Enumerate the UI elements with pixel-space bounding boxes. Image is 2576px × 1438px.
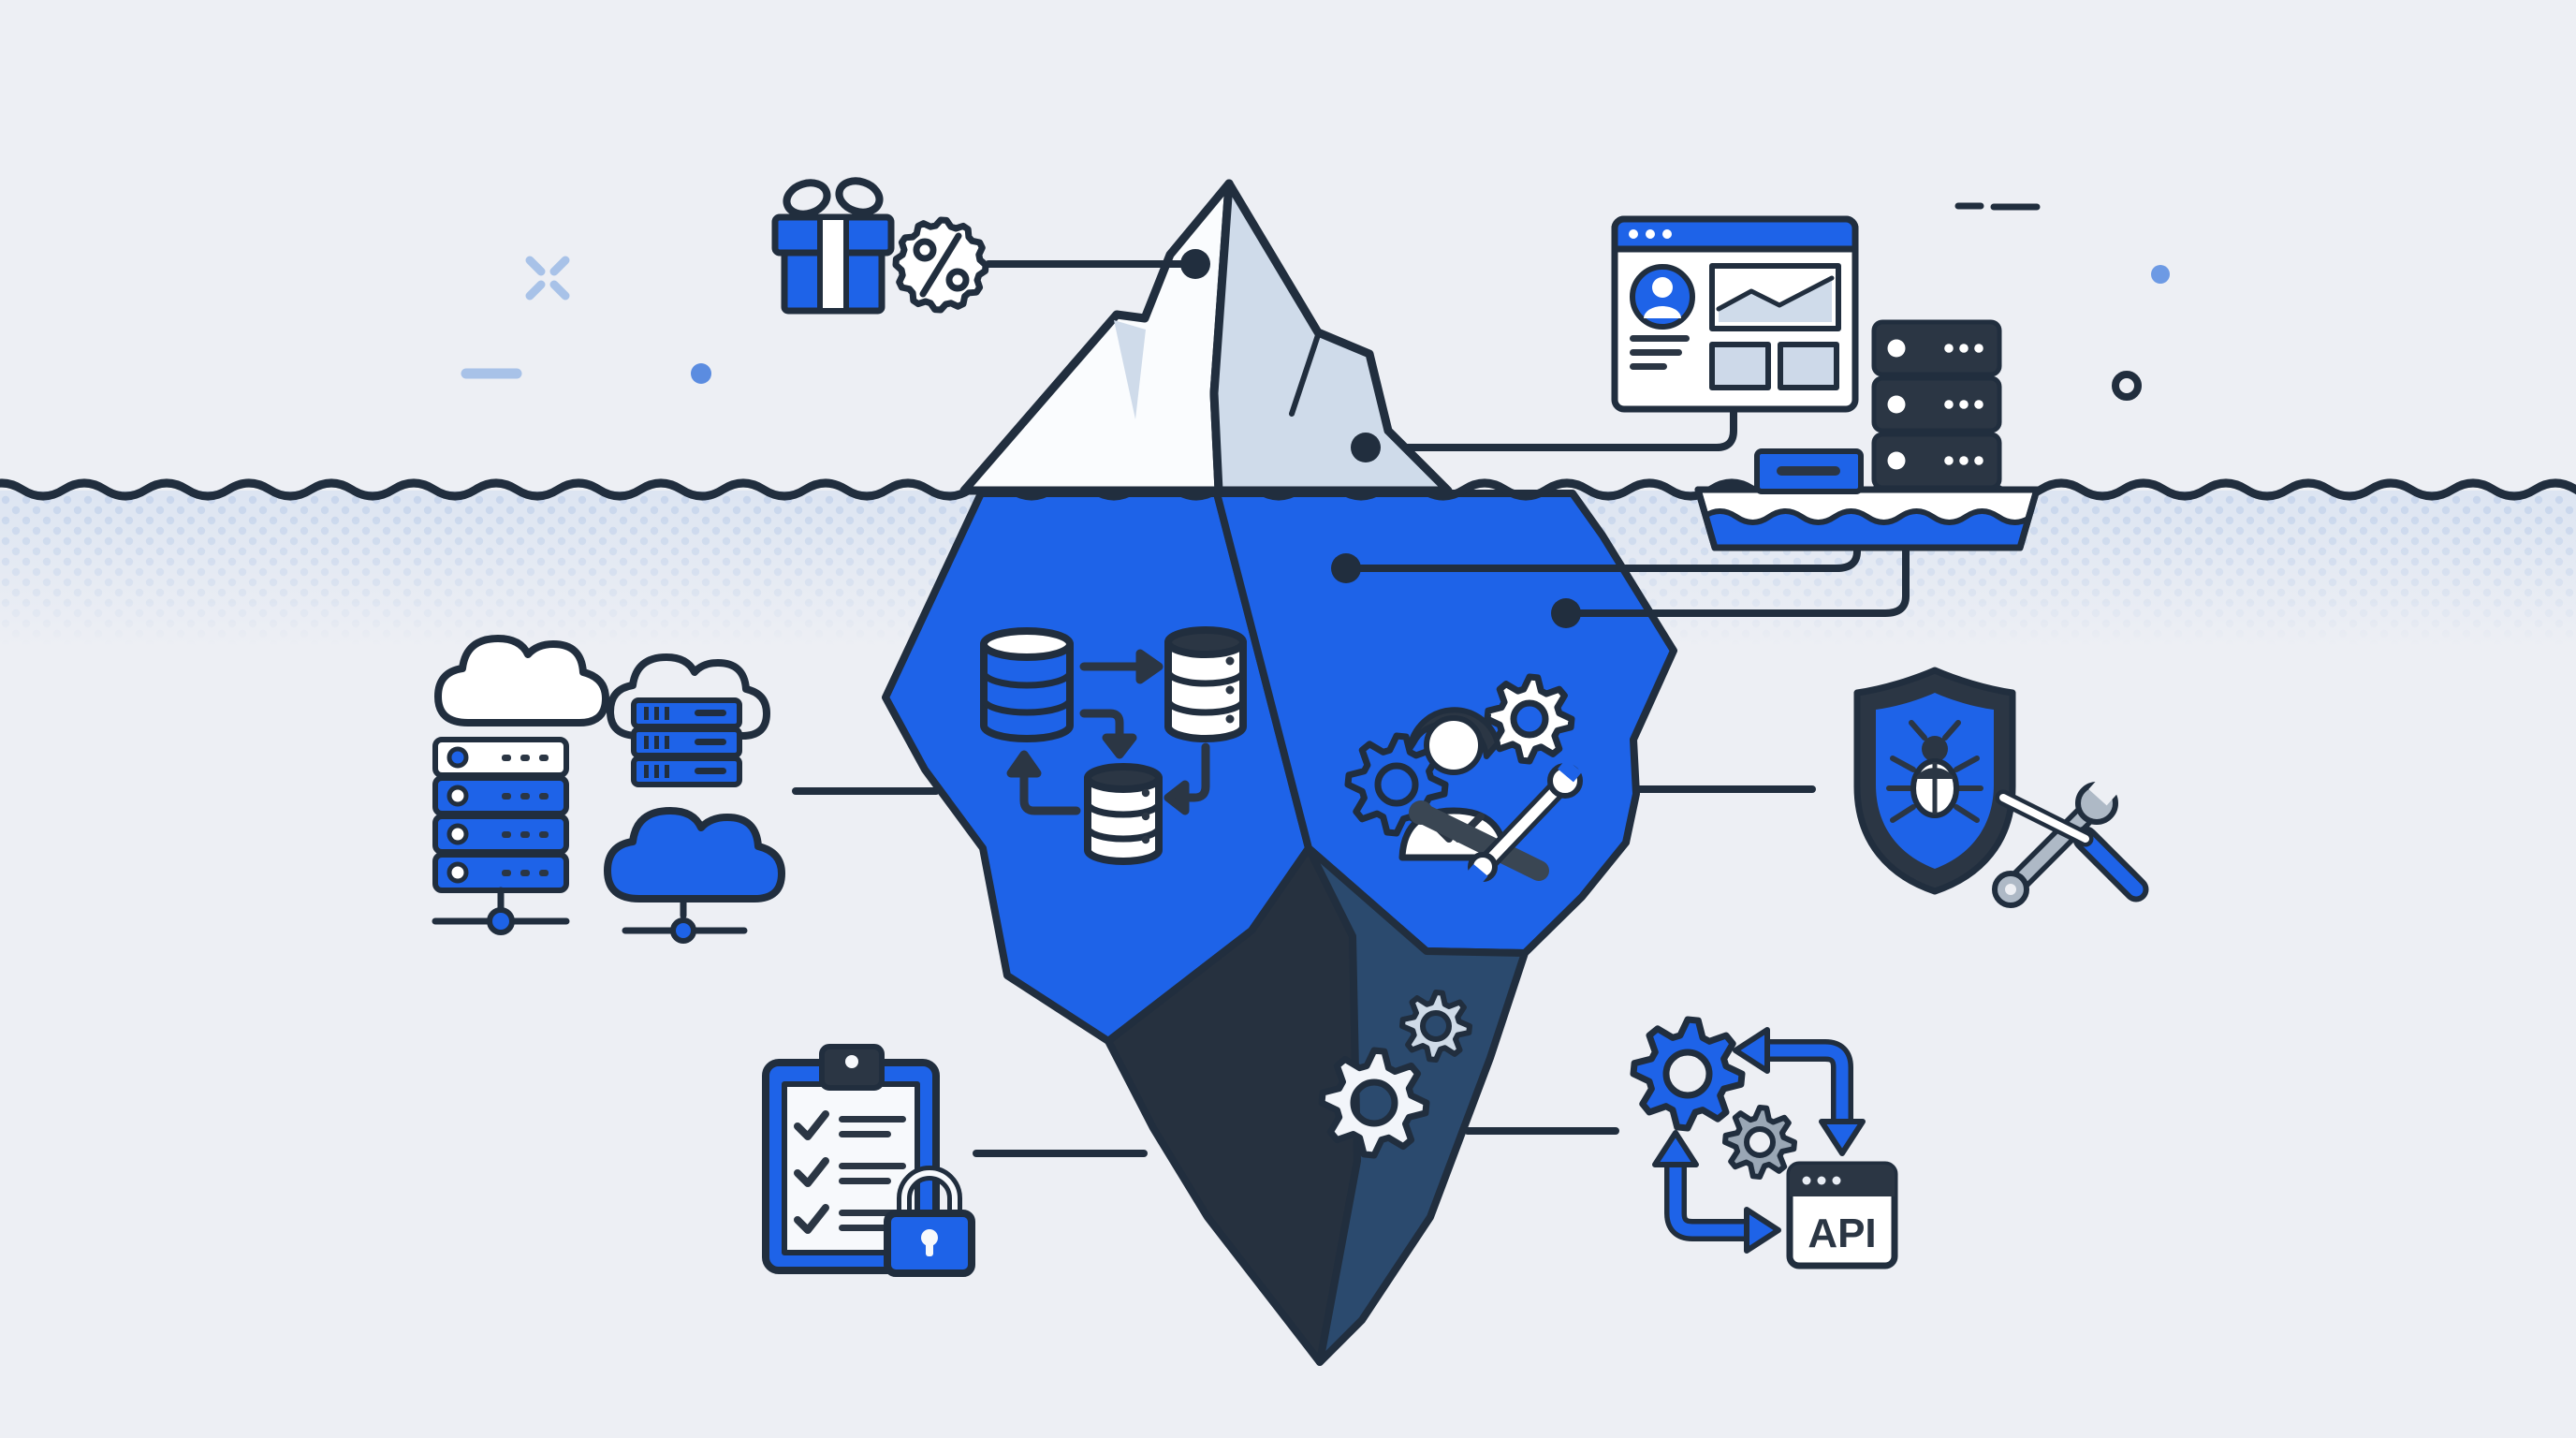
chart-line	[1716, 275, 1835, 312]
gear-small-icon	[1399, 990, 1472, 1063]
tip-shadow-wedge	[1114, 320, 1146, 419]
avatar	[1630, 264, 1695, 330]
connector-dot	[1331, 553, 1361, 583]
server-rack-icon	[1871, 319, 2002, 491]
connector-dashboard	[1362, 399, 1737, 451]
tip-light-face	[1209, 179, 1453, 495]
panel-box	[1778, 342, 1839, 390]
api-window: API	[1786, 1161, 1898, 1269]
browser-dashboard-icon	[1611, 215, 1859, 413]
gear-blue-icon	[1630, 1016, 1746, 1132]
connector-line	[1362, 399, 1737, 451]
padlock-icon	[884, 1166, 975, 1277]
dot-decoration	[691, 363, 711, 384]
decorations	[461, 202, 2170, 401]
boat-water	[1704, 511, 2031, 548]
database-icon	[980, 627, 1074, 742]
exchange-arrow-down	[1733, 1027, 1866, 1156]
server-unit	[1871, 375, 2002, 433]
titlebar	[1611, 215, 1859, 253]
connector-line	[1342, 521, 1861, 572]
gear-icon	[1484, 673, 1575, 765]
cloud-server-icon	[607, 653, 770, 787]
crossed-wrench-icon	[1409, 758, 1583, 886]
cloud-icon	[434, 635, 609, 726]
tip-crack	[1289, 332, 1321, 417]
server-bars	[644, 707, 726, 778]
connector-dot	[1351, 433, 1381, 462]
connector-dot	[1180, 249, 1210, 279]
bug-icon	[1886, 720, 1983, 823]
tip-white-face	[959, 179, 1234, 495]
checklist-lines	[839, 1116, 906, 1231]
database-sync-icon	[980, 626, 1247, 865]
bow-loop	[835, 177, 884, 216]
network-node	[670, 917, 696, 944]
chart-panel	[1709, 263, 1841, 331]
connector-dot	[1551, 598, 1581, 628]
server-dots	[502, 755, 549, 876]
server-unit	[1871, 319, 2002, 377]
gear-large-icon	[1318, 1047, 1430, 1159]
api-integration-icon: API	[1630, 1016, 1898, 1269]
database-icon	[1164, 626, 1247, 742]
boat-platform	[1694, 486, 2041, 551]
hidden-gears-icon	[1318, 990, 1472, 1159]
sync-arrows	[1006, 649, 1210, 815]
boat-water-edge	[1701, 508, 2034, 525]
engineer-icon	[1344, 673, 1583, 886]
percent-glyph	[913, 232, 970, 298]
gift-discount-icon	[771, 177, 989, 315]
server-stack-network-icon	[432, 737, 570, 935]
cross-decoration	[525, 256, 570, 301]
connectors-side	[792, 785, 1816, 1157]
shield-bug-icon	[1853, 667, 2149, 908]
gift-ribbon	[817, 214, 849, 314]
bow-loop	[783, 179, 831, 218]
dot-decoration	[2151, 265, 2170, 284]
network-node	[487, 907, 515, 935]
circle-decoration	[2112, 371, 2142, 401]
iceberg-tip	[959, 179, 1453, 495]
text-lines	[1630, 335, 1690, 370]
connector-line	[1562, 521, 1910, 617]
panel-box	[1709, 342, 1771, 390]
deck-box-icon	[1754, 448, 1864, 494]
exchange-arrow-right	[1652, 1130, 1781, 1254]
checkmarks	[794, 1110, 829, 1234]
face	[1424, 715, 1484, 775]
clipboard-checklist-icon	[762, 1044, 975, 1277]
api-titlebar	[1790, 1165, 1895, 1196]
api-label: API	[1808, 1211, 1876, 1256]
database-icon	[1084, 763, 1163, 865]
wrench-screwdriver-icon	[1992, 776, 2149, 908]
connector-gift	[985, 249, 1381, 462]
cloud-solid-network-icon	[604, 807, 785, 944]
gear-gray-icon	[1722, 1105, 1797, 1180]
connectors-underwater	[1331, 521, 1910, 628]
server-unit	[1871, 432, 2002, 491]
